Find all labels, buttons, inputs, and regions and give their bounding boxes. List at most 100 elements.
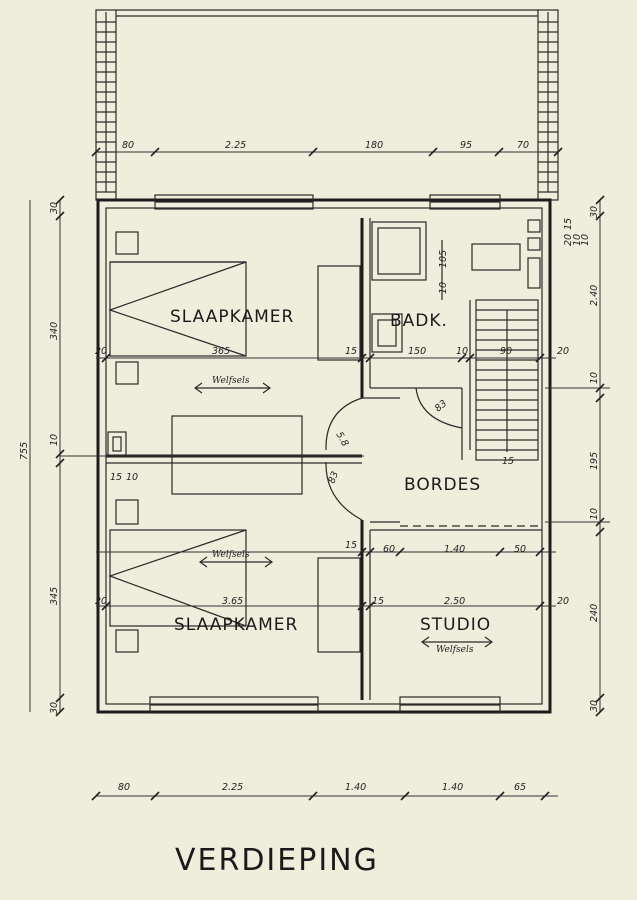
dim-tick <box>595 195 605 205</box>
dim-bath-v: 105 <box>438 250 449 268</box>
dim-tick <box>595 693 605 703</box>
dim-tick <box>595 383 605 393</box>
dim-right-5: 240 <box>589 604 600 622</box>
dim-tick <box>395 547 405 557</box>
dim-inner-top-0: 20 <box>95 346 107 357</box>
dim-inner-bottom-1: 3.65 <box>222 596 243 607</box>
dim-inner-top-2: 15 <box>345 346 357 357</box>
dim-inner-top-6: 20 <box>557 346 569 357</box>
dim-tick <box>101 601 111 611</box>
dim-left-0: 30 <box>49 202 60 214</box>
dim-tick <box>495 547 505 557</box>
dim-tick <box>540 791 550 801</box>
dim-tick <box>553 147 563 157</box>
dim-tick <box>495 791 505 801</box>
dim-tick <box>55 693 65 703</box>
dim-inner-bottom-2: 15 <box>372 596 384 607</box>
dim-tick <box>55 458 65 468</box>
dim-stair: 15 <box>502 456 514 467</box>
dim-small-left-0: 15 <box>110 472 122 483</box>
dim-tick <box>357 353 367 363</box>
dim-top-4: 70 <box>517 140 529 151</box>
dim-bottom-2: 1.40 <box>345 782 366 793</box>
dim-right-4: 10 <box>589 508 600 520</box>
dim-bottom-3: 1.40 <box>442 782 463 793</box>
dim-right-small-3: 10 <box>580 234 591 246</box>
dim-inner-top-5: 90 <box>500 346 512 357</box>
dim-left-1: 340 <box>49 322 60 340</box>
dim-right-small-0: 15 <box>563 218 574 230</box>
dim-tick <box>595 517 605 527</box>
dim-inner-bottom-4: 20 <box>557 596 569 607</box>
dim-tick <box>535 547 545 557</box>
dim-tick <box>595 211 605 221</box>
balcony <box>95 9 559 201</box>
note-welfsels-3: Welfsels <box>436 645 474 655</box>
dim-tick <box>150 791 160 801</box>
dim-left-3: 345 <box>49 587 60 605</box>
dim-tick <box>357 601 367 611</box>
dim-bottom-1: 2.25 <box>222 782 243 793</box>
dim-door-2: 5.8 <box>333 430 350 449</box>
dim-inner-mid-2: 1.40 <box>444 544 465 555</box>
labels: SLAAPKAMER BADK. BORDES SLAAPKAMER STUDI… <box>19 140 600 878</box>
staircase <box>476 309 538 452</box>
dim-tick <box>308 147 318 157</box>
room-label-studio: STUDIO <box>420 615 491 635</box>
dim-inner-bottom-0: 20 <box>95 596 107 607</box>
plan-title: VERDIEPING <box>175 843 379 878</box>
room-label-slaapkamer-top: SLAAPKAMER <box>170 307 294 327</box>
dim-tick <box>457 353 467 363</box>
dim-top-1: 2.25 <box>225 140 246 151</box>
dim-tick <box>55 707 65 717</box>
dim-inner-top-4: 10 <box>456 346 468 357</box>
dim-bottom-4: 65 <box>514 782 526 793</box>
room-label-badk: BADK. <box>390 311 448 331</box>
dim-inner-mid-1: 60 <box>383 544 395 555</box>
dim-tick <box>55 211 65 221</box>
dim-bath-v-small: 10 <box>438 282 449 294</box>
room-label-slaapkamer-bottom: SLAAPKAMER <box>174 615 298 635</box>
dim-tick <box>91 147 101 157</box>
dim-inner-top-1: 365 <box>212 346 230 357</box>
dim-right-6: 30 <box>589 700 600 712</box>
dim-small-left-1: 10 <box>126 472 138 483</box>
dim-right-small-1: 20 <box>563 234 574 246</box>
dim-tick <box>357 547 367 557</box>
dim-inner-top-3: 150 <box>408 346 426 357</box>
dim-bottom-0: 80 <box>118 782 130 793</box>
dim-tick <box>535 601 545 611</box>
dim-top-3: 95 <box>460 140 472 151</box>
dim-left-2: 10 <box>49 434 60 446</box>
dim-tick <box>595 527 605 537</box>
dim-top-0: 80 <box>122 140 134 151</box>
dim-tick <box>595 707 605 717</box>
dim-tick <box>308 791 318 801</box>
dim-inner-mid-0: 15 <box>345 540 357 551</box>
dim-tick <box>400 791 410 801</box>
dim-left-total: 755 <box>19 442 30 460</box>
dim-tick <box>101 353 111 363</box>
outer-walls <box>96 194 552 714</box>
dim-right-3: 195 <box>589 452 600 470</box>
dim-tick <box>365 547 375 557</box>
dim-tick <box>55 449 65 459</box>
dim-tick <box>428 147 438 157</box>
dim-right-0: 30 <box>589 206 600 218</box>
dimension-lines <box>29 147 610 801</box>
note-welfsels-2: Welfsels <box>212 550 250 560</box>
furniture <box>108 219 541 653</box>
dim-tick <box>150 147 160 157</box>
dim-tick <box>365 601 375 611</box>
dim-tick <box>494 147 504 157</box>
dim-tick <box>465 353 475 363</box>
dim-tick <box>535 353 545 363</box>
dim-tick <box>91 791 101 801</box>
dim-tick <box>365 353 375 363</box>
dim-top-2: 180 <box>365 140 383 151</box>
dim-right-small-2: 10 <box>572 234 583 246</box>
room-label-bordes: BORDES <box>404 475 481 495</box>
dim-tick <box>595 393 605 403</box>
